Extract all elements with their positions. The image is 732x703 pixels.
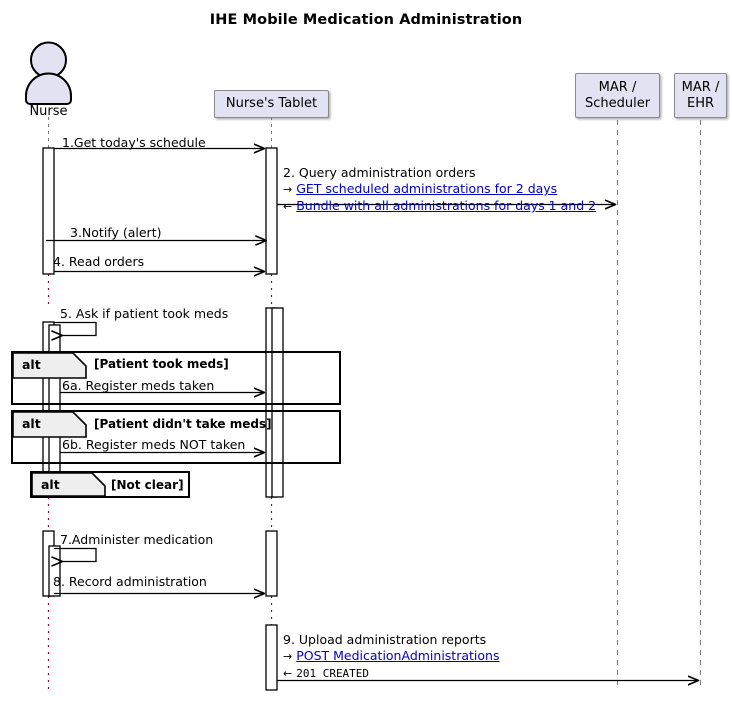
message-9-status-code: 201 CREATED xyxy=(296,667,370,680)
message-2-link-0[interactable]: GET scheduled administrations for 2 days xyxy=(296,181,558,196)
message-label-8: 8. Record administration xyxy=(53,574,207,589)
message-9-subline-0: → POST MedicationAdministrations xyxy=(283,648,499,664)
fragment-2-keyword: alt xyxy=(22,416,41,431)
arrow-right-glyph: → xyxy=(283,650,293,663)
fragment-2-condition: [Patient didn't take meds] xyxy=(94,417,272,431)
message-label-9: 9. Upload administration reports → POST … xyxy=(283,632,499,681)
message-label-7: 7.Administer medication xyxy=(60,532,214,547)
fragment-alt-patient-didnt-take-meds xyxy=(11,410,341,464)
message-9-subline-1: ← 201 CREATED xyxy=(283,665,499,681)
message-2-title: 2. Query administration orders xyxy=(283,165,476,180)
arrow-left-glyph: ← xyxy=(283,667,293,680)
message-label-6b: 6b. Register meds NOT taken xyxy=(62,437,246,452)
message-label-4: 4. Read orders xyxy=(53,254,145,269)
message-2-subline-0: → GET scheduled administrations for 2 da… xyxy=(283,181,596,197)
message-label-5: 5. Ask if patient took meds xyxy=(60,306,229,321)
participant-mar-scheduler[interactable]: MAR / Scheduler xyxy=(575,73,660,118)
arrow-msg-7-self xyxy=(54,547,97,562)
message-9-title: 9. Upload administration reports xyxy=(283,632,487,647)
fragment-1-keyword: alt xyxy=(22,357,41,372)
activation-bars-nurses-tablet xyxy=(265,147,284,691)
arrow-right-glyph: → xyxy=(283,183,293,196)
actor-nurse-figure xyxy=(25,41,72,105)
participant-nurses-tablet[interactable]: Nurse's Tablet xyxy=(214,90,329,118)
message-2-link-1[interactable]: Bundle with all administrations for days… xyxy=(296,198,597,213)
message-label-2: 2. Query administration orders → GET sch… xyxy=(283,165,596,214)
arrow-msg-5-self xyxy=(54,321,97,336)
participant-mar-ehr[interactable]: MAR / EHR xyxy=(674,73,727,118)
arrow-left-glyph: ← xyxy=(283,200,293,213)
fragment-3-condition: [Not clear] xyxy=(111,478,184,492)
message-9-link-0[interactable]: POST MedicationAdministrations xyxy=(296,648,500,663)
message-2-subline-1: ← Bundle with all administrations for da… xyxy=(283,198,596,214)
fragment-alt-patient-took-meds xyxy=(11,351,341,405)
fragment-alt-not-clear xyxy=(30,471,190,498)
message-label-1: 1.Get today's schedule xyxy=(62,135,206,150)
fragment-3-keyword: alt xyxy=(41,477,60,492)
page-title: IHE Mobile Medication Administration xyxy=(209,12,523,28)
message-label-3: 3.Notify (alert) xyxy=(70,225,162,240)
participant-nurse-label[interactable]: Nurse xyxy=(29,104,68,119)
fragment-1-condition: [Patient took meds] xyxy=(94,357,229,371)
message-label-6a: 6a. Register meds taken xyxy=(62,378,215,393)
